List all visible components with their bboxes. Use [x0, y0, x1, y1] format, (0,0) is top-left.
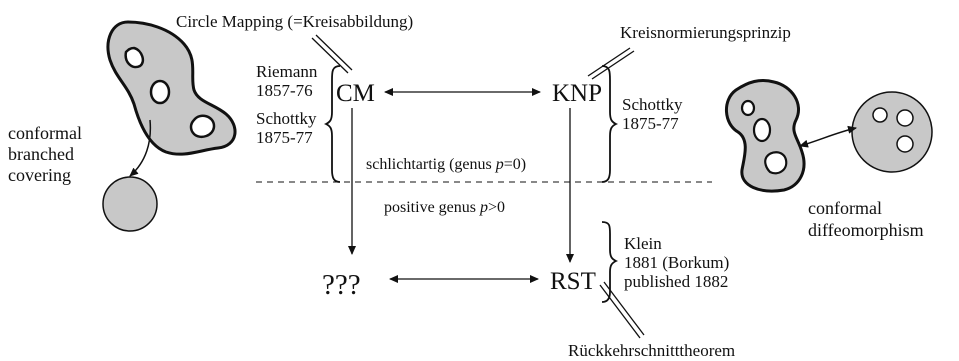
schottky-left-name: Schottky — [256, 109, 317, 128]
schottky-right-name: Schottky — [622, 95, 683, 114]
right-blob-hole-1 — [740, 99, 756, 117]
cm-leader-line-2 — [311, 37, 349, 74]
left-blob-shape — [106, 20, 237, 156]
right-blob-hole-3 — [764, 151, 788, 175]
left-brace — [323, 65, 341, 183]
klein-years: 1881 (Borkum) — [624, 253, 729, 272]
right-figure: conformal diffeomorphism — [725, 78, 933, 240]
covering-arrow — [129, 119, 152, 177]
rueckkehrschnitttheorem-label: Rückkehrschnitttheorem — [568, 341, 735, 360]
left-blob-hole-1 — [124, 46, 145, 69]
schlichtartig-label: schlichtartig (genus p=0) — [366, 156, 526, 173]
left-caption-line-3: covering — [8, 165, 71, 185]
left-caption-line-2: branched — [8, 144, 74, 164]
unknown-node: ??? — [322, 269, 361, 301]
right-blob-hole-2 — [752, 117, 772, 143]
knp-node: KNP — [552, 80, 602, 107]
left-blob-hole-3 — [189, 114, 216, 138]
riemann-years: 1857-76 — [256, 81, 313, 100]
right-disc-hole-3 — [896, 135, 914, 153]
rst-node: RST — [550, 268, 596, 295]
right-brace — [601, 65, 619, 183]
riemann-name: Riemann — [256, 62, 318, 81]
left-disc — [102, 176, 158, 232]
right-disc-hole-1 — [872, 107, 888, 123]
left-caption-line-1: conformal — [8, 123, 82, 143]
schottky-right-years: 1875-77 — [622, 114, 679, 133]
right-caption-line-2: diffeomorphism — [808, 220, 924, 240]
right-caption-line-1: conformal — [808, 198, 882, 218]
klein-published: published 1882 — [624, 272, 728, 291]
circle-mapping-label: Circle Mapping (=Kreisabbildung) — [176, 12, 413, 31]
rst-leader-line-1 — [599, 284, 641, 339]
left-figure: conformal branched covering — [8, 20, 237, 232]
schottky-left-years: 1875-77 — [256, 128, 313, 147]
klein-name: Klein — [624, 234, 662, 253]
positive-genus-label: positive genus p>0 — [384, 199, 505, 216]
cm-leader-line-1 — [315, 34, 353, 71]
diffeomorphism-arrow — [799, 125, 857, 148]
cm-node: CM — [336, 80, 375, 107]
right-disc-hole-2 — [896, 109, 914, 127]
knp-leader-line-1 — [587, 47, 631, 77]
right-disc — [851, 91, 933, 173]
kreisnormierungsprinzip-label: Kreisnormierungsprinzip — [620, 23, 791, 42]
left-blob-hole-2 — [149, 79, 171, 105]
knp-leader-line-2 — [591, 50, 635, 80]
rst-brace — [601, 221, 619, 303]
